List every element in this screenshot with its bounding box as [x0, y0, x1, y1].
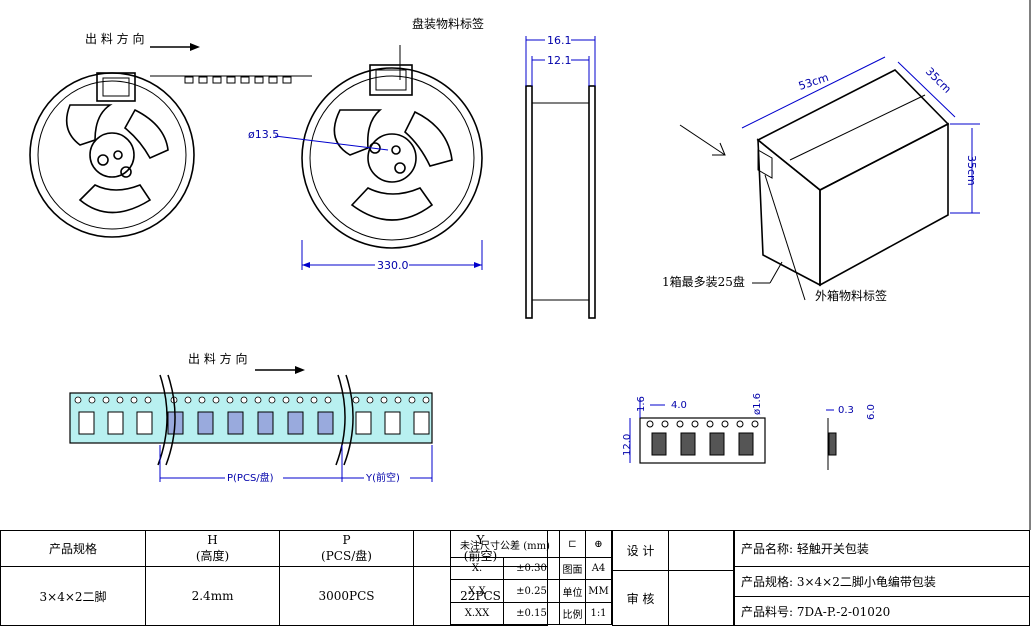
row-spec: 3×4×2二脚: [0, 566, 147, 626]
shipping-box: 53cm 35cm 35cm 1箱最多装25盘 外箱物料标签: [662, 56, 980, 303]
reel-middle: 盘装物料标签 ø13.5 330.0: [248, 16, 484, 272]
target-icon: ⊕: [585, 529, 612, 559]
reel-width-inner: 12.1: [547, 54, 572, 67]
sheet-size-val: A4: [585, 557, 612, 581]
row-h: 2.4mm: [145, 566, 281, 626]
tol-key-1: X.X: [450, 579, 504, 603]
tape-detail: 1.6 4.0 ø1.6 12.0: [622, 393, 766, 464]
row-p: 3000PCS: [279, 566, 414, 626]
tol-val-1: ±0.25: [503, 579, 560, 603]
scale-label: 比例: [559, 601, 586, 626]
tol-val-2: ±0.15: [503, 601, 560, 626]
header-h-sub: (高度): [195, 549, 230, 563]
scale-val: 1:1: [585, 601, 612, 626]
hub-diameter: ø13.5: [248, 128, 279, 141]
reel-width-outer: 16.1: [547, 34, 572, 47]
design-label: 设 计: [612, 530, 669, 571]
title-block: 产品规格 H(高度) P(PCS/盘) Y(前空) 3×4×2二脚 2.4mm …: [0, 529, 1032, 626]
tape-side-detail: 0.3 6.0: [826, 404, 877, 470]
product-no: 产品料号: 7DA-P.-2-01020: [734, 596, 1030, 626]
header-spec: 产品规格: [0, 530, 147, 567]
header-p: P: [342, 533, 351, 547]
tape-width: 12.0: [622, 434, 633, 456]
product-name: 产品名称: 轻触开关包装: [734, 530, 1030, 567]
box-length: 53cm: [797, 71, 830, 93]
y-dimension: Y(前空): [365, 471, 400, 484]
hole-pitch: 4.0: [671, 400, 687, 411]
direction-label-tape: 出 料 方 向: [188, 351, 247, 366]
reel-label-text: 盘装物料标签: [412, 16, 484, 31]
tolerance-title: 未注尺寸公差 (mm): [450, 529, 560, 559]
hole-diameter: ø1.6: [752, 393, 763, 415]
tol-key-2: X.XX: [450, 601, 504, 626]
box-width: 35cm: [923, 65, 954, 96]
box-capacity: 1箱最多装25盘: [662, 274, 745, 289]
hole-distance: 1.6: [636, 396, 647, 412]
box-height: 35cm: [965, 155, 978, 186]
pocket-depth: 6.0: [866, 404, 877, 420]
tol-key-0: X.: [450, 557, 504, 581]
direction-label-top: 出 料 方 向: [85, 31, 144, 46]
reel-left: 出 料 方 向: [29, 31, 312, 238]
review-label: 审 核: [612, 570, 669, 626]
unit-label: 单位: [559, 579, 586, 603]
reel-side-view: 16.1 12.1: [525, 34, 596, 319]
header-h: H: [207, 533, 218, 547]
carrier-tape: 出 料 方 向: [69, 351, 433, 484]
product-spec: 产品规格: 3×4×2二脚小龟编带包装: [734, 566, 1030, 597]
projection-icon: ⊏: [559, 529, 586, 559]
p-dimension: P(PCS/盘): [227, 471, 274, 484]
carrier-thickness: 0.3: [838, 405, 854, 416]
reel-diameter: 330.0: [377, 259, 409, 272]
unit-val: MM: [585, 579, 612, 603]
sheet-size-label: 图面: [559, 557, 586, 581]
tol-val-0: ±0.30: [503, 557, 560, 581]
box-label-text: 外箱物料标签: [815, 288, 887, 303]
header-p-sub: (PCS/盘): [321, 549, 372, 563]
